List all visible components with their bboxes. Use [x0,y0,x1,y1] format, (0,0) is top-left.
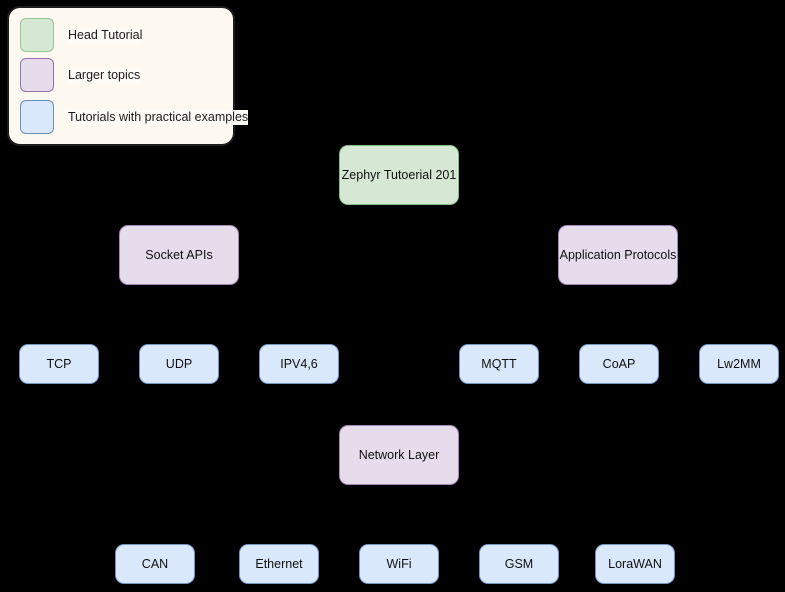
node-wifi[interactable]: WiFi [359,544,439,584]
legend-swatch-purple-icon [20,58,54,92]
node-socket-apis[interactable]: Socket APIs [119,225,239,285]
legend-item-larger-topics: Larger topics [9,58,233,92]
node-tcp[interactable]: TCP [19,344,99,384]
node-lw2mm[interactable]: Lw2MM [699,344,779,384]
legend-item-head-tutorial: Head Tutorial [9,18,233,52]
legend-panel: Head Tutorial Larger topics Tutorials wi… [7,6,249,146]
node-network-layer[interactable]: Network Layer [339,425,459,485]
node-can[interactable]: CAN [115,544,195,584]
node-ethernet[interactable]: Ethernet [239,544,319,584]
legend-label-head-tutorial: Head Tutorial [68,27,143,43]
node-lorawan[interactable]: LoraWAN [595,544,675,584]
node-udp[interactable]: UDP [139,344,219,384]
legend-item-practical-examples: Tutorials with practical examples [9,100,249,134]
legend-label-larger-topics: Larger topics [68,67,141,83]
node-gsm[interactable]: GSM [479,544,559,584]
node-coap[interactable]: CoAP [579,344,659,384]
legend-swatch-blue-icon [20,100,54,134]
node-ipv4-6[interactable]: IPV4,6 [259,344,339,384]
node-mqtt[interactable]: MQTT [459,344,539,384]
node-application-protocols[interactable]: Application Protocols [558,225,678,285]
node-zephyr-tutorial-201[interactable]: Zephyr Tutoerial 201 [339,145,459,205]
legend-label-practical-examples: Tutorials with practical examples [68,109,249,125]
legend-swatch-green-icon [20,18,54,52]
